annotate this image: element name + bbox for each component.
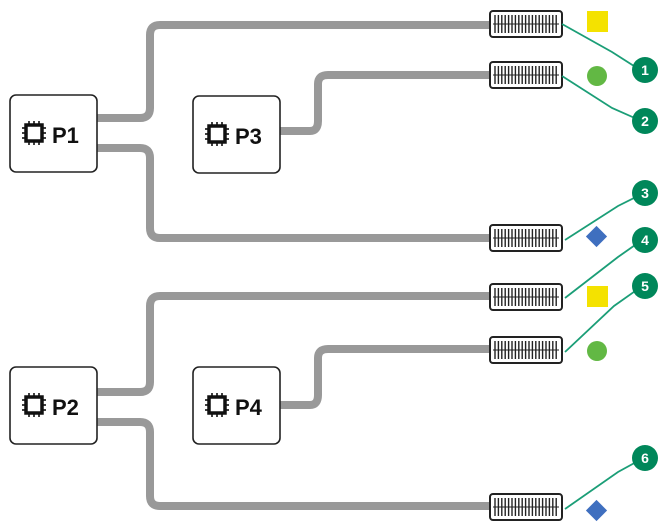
callout-number-5: 5: [641, 278, 649, 294]
callout-badge-5: 5: [632, 273, 658, 299]
processor-label-p1: P1: [52, 123, 79, 148]
connectors: [489, 10, 563, 521]
cable-p3-to-connector-2: [276, 71, 496, 135]
cable-routes: [93, 21, 496, 510]
cable-p4-to-connector-5: [276, 345, 496, 409]
leader-6: [564, 460, 639, 510]
connector-1: [489, 10, 563, 38]
callout-number-6: 6: [641, 450, 649, 466]
callout-number-1: 1: [641, 62, 649, 78]
yellow-square-marker: [587, 286, 608, 307]
green-circle-marker: [587, 66, 607, 86]
leader-1: [561, 23, 638, 69]
callout-badge-1: 1: [632, 57, 658, 83]
callout-number-3: 3: [641, 185, 649, 201]
leader-3: [564, 195, 639, 241]
callout-badge-2: 2: [632, 108, 658, 134]
callout-badge-4: 4: [632, 227, 658, 253]
blue-diamond-marker: [585, 225, 608, 248]
callout-badge-3: 3: [632, 180, 658, 206]
cpu-chip-icon: [205, 393, 229, 417]
processor-label-p2: P2: [52, 395, 79, 420]
connector-3: [489, 224, 563, 252]
yellow-square-marker: [587, 11, 608, 32]
cpu-chip-icon: [205, 122, 229, 146]
cable-p2-to-connector-4: [93, 292, 496, 396]
connector-4: [489, 283, 563, 311]
cable-p2-to-connector-6: [93, 418, 496, 510]
leader-5: [564, 288, 639, 353]
blue-diamond-marker: [585, 499, 608, 522]
cable-p1-to-connector-3: [93, 144, 496, 242]
callout-leaders: [561, 23, 639, 510]
processor-label-p4: P4: [235, 395, 263, 420]
processor-p4: P4: [192, 366, 281, 445]
markers: [585, 11, 608, 522]
connector-6: [489, 493, 563, 521]
cpu-chip-icon: [22, 121, 46, 145]
connector-5: [489, 336, 563, 364]
callout-badges: 1 2 3 4 5 6: [632, 57, 658, 471]
connector-2: [489, 61, 563, 89]
leader-4: [564, 242, 639, 299]
processor-p3: P3: [192, 95, 281, 174]
processor-p1: P1: [9, 94, 98, 173]
processor-p2: P2: [9, 366, 98, 445]
leader-2: [561, 75, 638, 120]
green-circle-marker: [587, 341, 607, 361]
callout-number-4: 4: [641, 232, 649, 248]
processor-label-p3: P3: [235, 124, 262, 149]
callout-number-2: 2: [641, 113, 649, 129]
cable-p1-to-connector-1: [93, 21, 496, 122]
callout-badge-6: 6: [632, 445, 658, 471]
cpu-chip-icon: [22, 393, 46, 417]
